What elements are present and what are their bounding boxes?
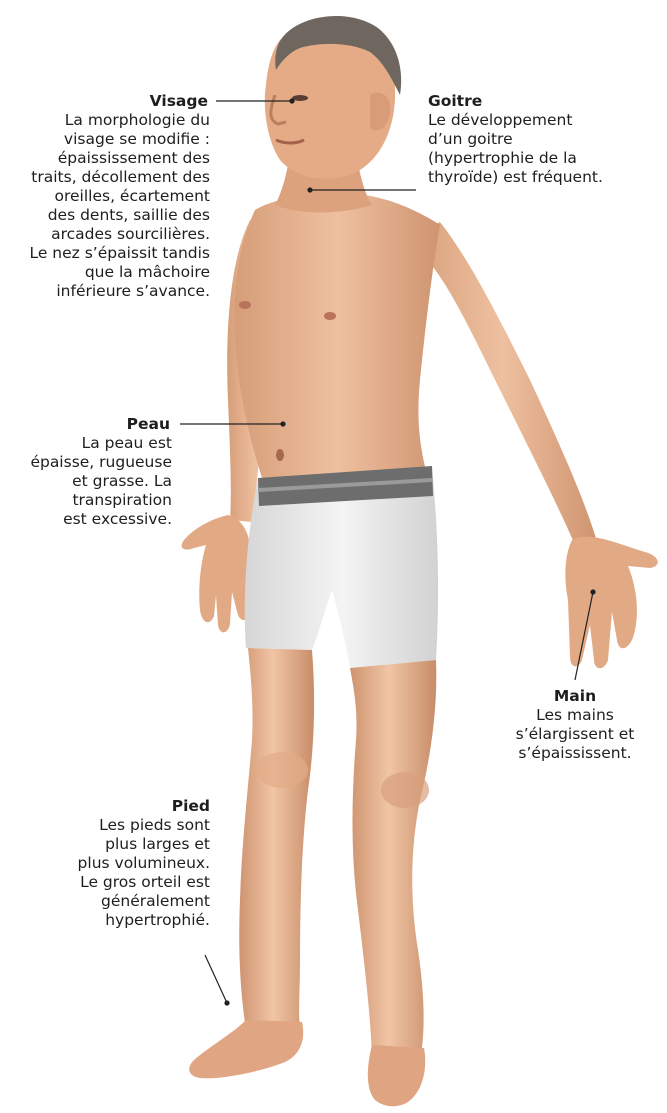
right-foot [368,1045,425,1106]
left-leg [239,648,314,1030]
visage-title: Visage [10,92,210,111]
goitre-title: Goitre [428,92,653,111]
leader-pied [205,955,227,1003]
callout-goitre: Goitre Le développement d’un goitre (hyp… [428,92,653,187]
goitre-text: Le développement d’un goitre (hypertroph… [428,111,653,187]
peau-title: Peau [20,415,172,434]
callout-visage: Visage La morphologie du visage se modif… [10,92,210,301]
left-hand [182,515,251,632]
leader-goitre-dot [308,188,312,192]
main-text: Les mains s’élargissent et s’épaississen… [498,706,652,763]
peau-text: La peau est épaisse, rugueuse et grasse.… [20,434,172,529]
leader-pied-dot [225,1001,229,1005]
callout-main: Main Les mains s’élargissent et s’épaiss… [498,687,652,763]
leader-main-dot [591,590,595,594]
pied-text: Les pieds sont plus larges et plus volum… [20,816,210,930]
callout-peau: Peau La peau est épaisse, rugueuse et gr… [20,415,172,529]
main-title: Main [498,687,652,706]
left-knee [256,752,308,788]
callout-pied: Pied Les pieds sont plus larges et plus … [20,797,210,930]
right-hand [565,537,657,669]
leader-visage-dot [290,99,294,103]
leader-peau-dot [281,422,285,426]
right-knee [381,772,429,808]
pied-title: Pied [20,797,210,816]
visage-text: La morphologie du visage se modifie : ép… [10,111,210,301]
left-foot [189,1020,303,1078]
right-nipple [324,312,336,320]
torso [235,193,440,478]
right-leg [350,660,436,1060]
navel [276,449,284,461]
left-nipple [239,301,251,309]
